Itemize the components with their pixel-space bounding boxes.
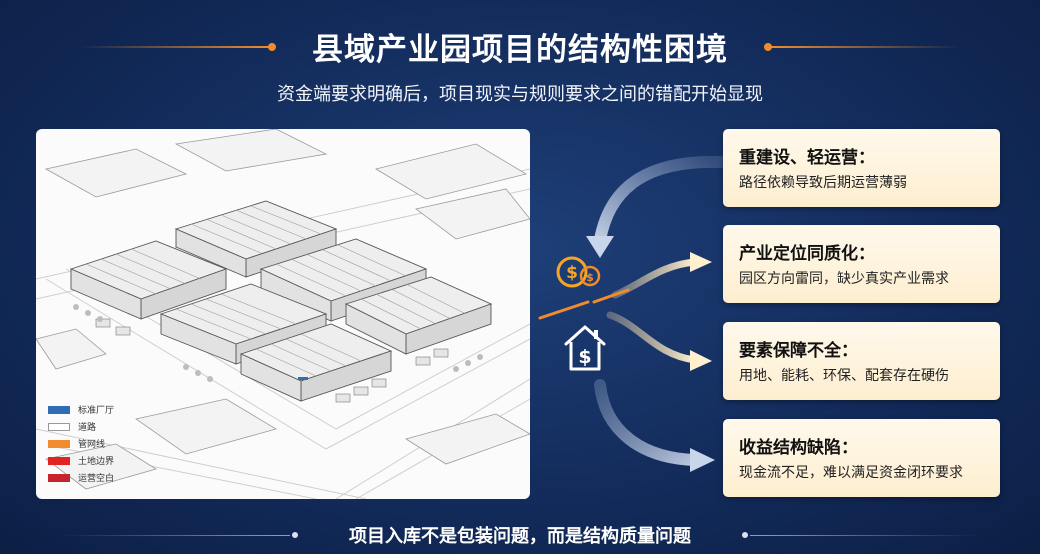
legend-label: 标准厂厅: [78, 406, 115, 416]
footer-decor-dot-right: [742, 532, 748, 538]
card-title: 重建设、轻运营：: [739, 148, 875, 168]
card-description: 路径依赖导致后期运营薄弱: [739, 175, 907, 191]
legend-swatch-orange: [48, 439, 70, 448]
card-description: 现金流不足，难以满足资金闭环要求: [739, 465, 963, 481]
issue-card-heavy-construction: 重建设、轻运营： 路径依赖导致后期运营薄弱: [723, 129, 1000, 207]
arrow-bottom-head: [690, 448, 715, 472]
footer-decor-line-right: [750, 535, 980, 536]
arrow-card2-head: [690, 252, 712, 272]
arrow-top-head: [586, 236, 614, 258]
legend-item: 标准厂厅: [48, 401, 114, 418]
house-dollar-icon: $: [564, 325, 606, 371]
title-decor-line-left: [80, 46, 270, 48]
svg-text:$: $: [578, 346, 591, 368]
legend-label: 管网线: [78, 440, 106, 450]
legend-label: 运营空白: [78, 474, 115, 484]
issue-card-revenue-structure: 收益结构缺陷： 现金流不足，难以满足资金闭环要求: [723, 419, 1000, 497]
legend-item: 管网线: [48, 435, 114, 452]
park-drawing: [36, 129, 530, 499]
svg-text:$: $: [586, 271, 594, 284]
legend-label: 土地边界: [78, 457, 115, 467]
industrial-park-illustration: 标准厂厅 道路 管网线 土地边界 运营空白: [36, 129, 530, 499]
svg-text:$: $: [566, 263, 578, 283]
arrow-bottom: [594, 379, 701, 466]
card-title: 收益结构缺陷：: [739, 438, 858, 458]
broken-line-right: [592, 288, 630, 304]
card-title: 产业定位同质化：: [739, 244, 875, 264]
arrow-top: [594, 155, 726, 246]
arrow-card3: [606, 311, 699, 364]
footer-decor-line-left: [60, 535, 290, 536]
legend-item: 土地边界: [48, 452, 114, 469]
legend-item: 运营空白: [48, 469, 114, 486]
title-decor-line-right: [770, 46, 960, 48]
page-title: 县域产业园项目的结构性困境: [312, 32, 728, 68]
flow-arrows: [538, 155, 726, 472]
coins-dollar-icon: $ $: [556, 256, 601, 288]
legend-swatch-red: [48, 456, 70, 465]
legend-swatch-white: [48, 422, 70, 431]
legend-swatch-darkred: [48, 473, 70, 482]
map-legend: 标准厂厅 道路 管网线 土地边界 运营空白: [48, 401, 114, 486]
footer-decor-dot-left: [292, 532, 298, 538]
footer-conclusion: 项目入库不是包装问题，而是结构质量问题: [349, 526, 691, 547]
issue-card-factor-guarantee: 要素保障不全： 用地、能耗、环保、配套存在硬伤: [723, 322, 1000, 400]
page-subtitle: 资金端要求明确后，项目现实与规则要求之间的错配开始显现: [277, 84, 763, 105]
title-decor-dot-right: [764, 43, 772, 51]
broken-line-left: [538, 300, 590, 320]
title-decor-dot-left: [268, 43, 276, 51]
issue-card-homogeneous-positioning: 产业定位同质化： 园区方向雷同，缺少真实产业需求: [723, 225, 1000, 303]
card-description: 园区方向雷同，缺少真实产业需求: [739, 271, 949, 287]
card-title: 要素保障不全：: [739, 341, 858, 361]
legend-item: 道路: [48, 418, 114, 435]
legend-swatch-blue: [48, 405, 70, 414]
arrow-card3-head: [690, 350, 712, 371]
card-description: 用地、能耗、环保、配套存在硬伤: [739, 368, 949, 384]
legend-label: 道路: [78, 423, 97, 433]
